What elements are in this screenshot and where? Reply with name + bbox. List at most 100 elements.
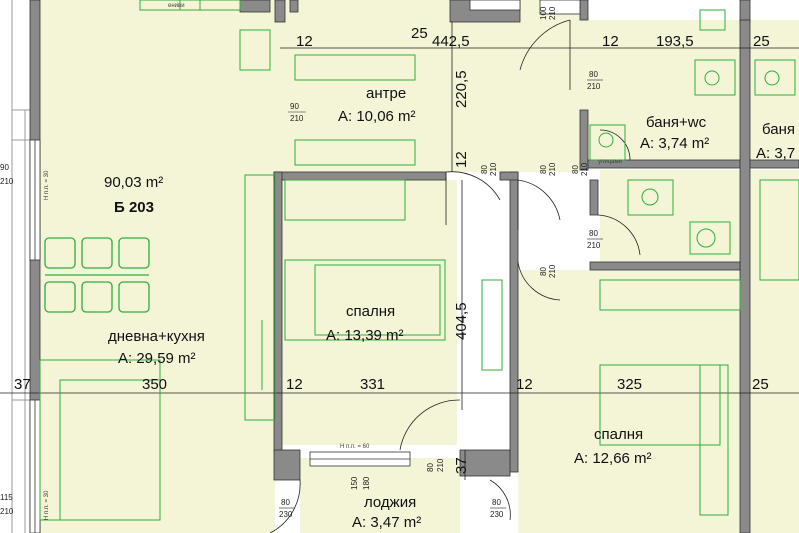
dim-mid-350: 350: [142, 376, 167, 393]
door-swing-entrance: [519, 19, 571, 90]
door-swing-bedroom1: [445, 171, 501, 201]
door-tag-width: 80: [571, 165, 580, 174]
door-swing-wc: [599, 129, 631, 161]
window-sill-height: H п.п. = 30: [44, 170, 50, 200]
wall-top-stub: [274, 0, 286, 23]
doors: [269, 19, 641, 533]
dim-top-1935: 193,5: [656, 33, 694, 50]
window-top: [539, 0, 581, 15]
door-tag-width: 80: [492, 498, 501, 507]
bedroom2-area: A: 12,66 m²: [574, 450, 652, 467]
door-tag-height: 230: [279, 510, 293, 519]
door-tag-width: 150: [350, 476, 359, 490]
door-tag: 80 210: [587, 229, 603, 250]
door-tag-width: 80: [281, 498, 290, 507]
door-swing-bedroom2: [517, 261, 561, 301]
loggia-floor: [300, 458, 460, 533]
fixture-top: [699, 9, 726, 31]
hall-floor-right: [445, 0, 580, 172]
dining-set: [44, 237, 150, 313]
bath2-name: баня: [762, 121, 795, 138]
furniture: [39, 0, 799, 521]
door-tag-height: 180: [362, 476, 371, 490]
dim-top-25b: 25: [753, 33, 770, 50]
dim-mid-325: 325: [617, 376, 642, 393]
bed-1: [284, 259, 446, 341]
chair: [118, 237, 150, 269]
kitchen-top-fixture: [179, 0, 201, 11]
wall-top-right: [579, 0, 589, 21]
door-tag-width: 80: [539, 267, 548, 276]
door-tag: 80 230: [279, 498, 295, 519]
door-swing-loggia-right: [489, 479, 511, 521]
window-top-small: [469, 0, 521, 11]
bedroom2-floor: [518, 270, 740, 533]
wall-top: [239, 0, 271, 13]
fixtures: [598, 70, 780, 248]
hall-name: антре: [366, 85, 406, 102]
sink-drain: [704, 70, 720, 86]
dim-mid-12b: 12: [516, 376, 533, 393]
window-tags: H п.п. = 30 H п.п. = 30 H п.п. = 60: [44, 170, 370, 520]
wall-loggia-right: [459, 449, 511, 477]
wall-top-far: [739, 0, 751, 23]
dim-top-12b: 12: [602, 33, 619, 50]
toilet-bath: [689, 221, 731, 255]
wall-bedroom2-left: [509, 171, 519, 473]
bath-area: A: 3,74 m²: [640, 135, 709, 152]
dimension-lines: [0, 22, 799, 480]
door-tag: 80 210: [426, 458, 445, 472]
window-sill-height: H п.п. = 30: [44, 490, 50, 520]
dim-v-12: 12: [453, 151, 470, 168]
door-tag: 80 210: [539, 162, 557, 176]
chair: [44, 281, 76, 313]
dim-top-4425: 442,5: [432, 33, 470, 50]
bedroom1-name: спалня: [346, 303, 395, 320]
room-labels: 90,03 m² Б 203 дневна+кухня A: 29,59 m² …: [104, 85, 795, 531]
wall-bedroom2-top: [589, 261, 741, 271]
right-floor: [750, 170, 799, 533]
chair: [81, 237, 113, 269]
toilet-wc: [589, 124, 626, 161]
toilet-bowl: [598, 132, 614, 148]
bath2-floor: [750, 20, 799, 160]
door-tag-width: 80: [426, 463, 435, 472]
living-room-area: A: 29,59 m²: [118, 350, 196, 367]
bed-2-frame: [699, 364, 729, 516]
exterior-strip: [11, 0, 30, 533]
door-tag: 90 210: [0, 163, 14, 186]
door-tag-height: 210: [548, 264, 557, 278]
dim-v-37: 37: [453, 457, 470, 474]
kitchen-cabinet: [239, 29, 271, 71]
door-tag-height: 210: [436, 458, 445, 472]
bath2-area: A: 3,7: [756, 145, 795, 162]
fixture-label: улицами: [598, 159, 622, 165]
wall-exterior-left: [29, 0, 41, 533]
door-tag-width: 90: [0, 163, 9, 172]
door-swing-corridor: [517, 179, 561, 221]
apartment-unit-id: Б 203: [114, 199, 154, 216]
floor-areas: [40, 0, 799, 533]
loggia-area: A: 3,47 m²: [352, 514, 421, 531]
hall-floor: [275, 0, 445, 172]
corridor-floor: [600, 170, 740, 270]
hall-area: A: 10,06 m²: [338, 108, 416, 125]
door-tag: 80 210: [539, 264, 557, 278]
bedroom1-floor: [282, 180, 457, 445]
wall-far-right: [739, 19, 751, 533]
door-tag: 80 210: [587, 70, 603, 91]
door-tag: 150 180: [350, 476, 371, 490]
door-tag-height: 210: [587, 82, 601, 91]
door-tag-height: 210: [548, 162, 557, 176]
wall-bedroom1-top: [273, 171, 447, 181]
desk-1: [481, 279, 503, 371]
wall-bath2-bottom: [749, 159, 799, 169]
door-swing-bath: [597, 214, 641, 256]
dim-mid-37: 37: [14, 376, 31, 393]
chair: [44, 237, 76, 269]
door-tag: 90 210: [288, 102, 306, 123]
door-swing-loggia-left: [269, 479, 301, 533]
wall-corridor-stub: [589, 179, 599, 216]
wall-corridor-top: [499, 171, 519, 181]
